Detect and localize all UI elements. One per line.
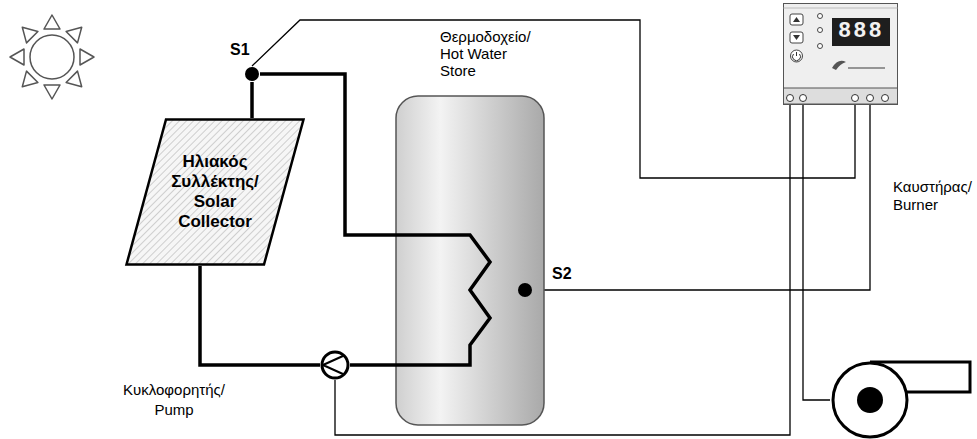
- pump-symbol: [320, 350, 350, 380]
- label-holder: S2: [552, 264, 572, 283]
- water-pipe: [250, 82, 254, 118]
- sun-icon: [10, 15, 94, 99]
- label-holder: Κυκλοφορητής/ Pump: [110, 380, 238, 420]
- label-holder: Ηλιακός Συλλέκτης/ Solar Collector: [125, 118, 305, 266]
- pump: Κυκλοφορητής/ Pump: [110, 348, 355, 438]
- tank-outline: [396, 96, 544, 425]
- sensor-point: [245, 67, 259, 81]
- label-holder: Θερμοδοχείο/ Hot Water Store: [440, 28, 540, 79]
- sensor-s1: S1: [226, 40, 262, 84]
- label-holder: Καυστήρας/ Burner: [893, 178, 973, 214]
- pump-triangle: [323, 356, 344, 375]
- sensor-dot: [244, 66, 260, 82]
- node-label: Κυκλοφορητής/ Pump: [110, 380, 238, 420]
- burner-fan: [830, 360, 910, 439]
- node-label: Καυστήρας/ Burner: [893, 178, 973, 214]
- tank-body: [395, 95, 545, 426]
- node-label: S2: [552, 264, 572, 283]
- water-pipe: [200, 266, 320, 365]
- node-label: S1: [230, 40, 250, 59]
- solar-collector: Ηλιακός Συλλέκτης/ Solar Collector: [125, 118, 305, 266]
- controller: 888: [783, 3, 898, 105]
- controller-housing: [784, 4, 898, 105]
- node-label: Θερμοδοχείο/ Hot Water Store: [440, 28, 540, 79]
- fan-hub: [857, 387, 883, 413]
- display-readout: 888: [832, 18, 890, 46]
- sensor-dot: [517, 282, 533, 298]
- node-label: Ηλιακός Συλλέκτης/ Solar Collector: [162, 152, 268, 232]
- signal-wire: [533, 105, 870, 290]
- hot-water-store: Θερμοδοχείο/ Hot Water Store: [395, 28, 545, 426]
- signal-wire: [803, 105, 830, 400]
- label-holder: S1: [230, 40, 250, 59]
- sensor-point: [518, 283, 532, 297]
- burner: Καυστήρας/ Burner: [828, 176, 975, 439]
- fan-housing: [833, 363, 907, 437]
- heat-exchanger-coil: [395, 235, 490, 365]
- collector-outline: [127, 120, 304, 265]
- pump-casing: [322, 352, 348, 378]
- label-holder: 888: [832, 18, 890, 46]
- water-pipe: [350, 363, 395, 367]
- sensor-s2: S2: [517, 264, 577, 300]
- signal-wire: [252, 20, 855, 178]
